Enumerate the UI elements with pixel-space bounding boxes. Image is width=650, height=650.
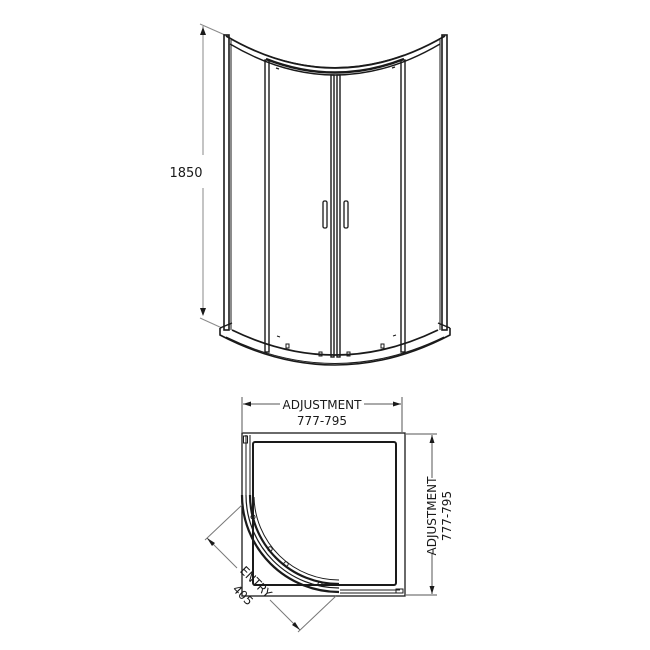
entry-dimension [204,504,337,633]
width-label-line2: 777-795 [297,414,347,428]
plan-view [204,397,437,633]
depth-label-line1: ADJUSTMENT [425,476,439,556]
handle-left [322,200,328,229]
width-label-line1: ADJUSTMENT [283,398,363,412]
width-dimension [241,397,403,432]
height-dimension [199,23,226,329]
height-label: 1850 [169,166,202,181]
depth-label-line2: 777-795 [440,491,454,541]
front-elevation-view [199,23,451,366]
depth-dimension [406,433,437,596]
handle-right [343,200,349,229]
